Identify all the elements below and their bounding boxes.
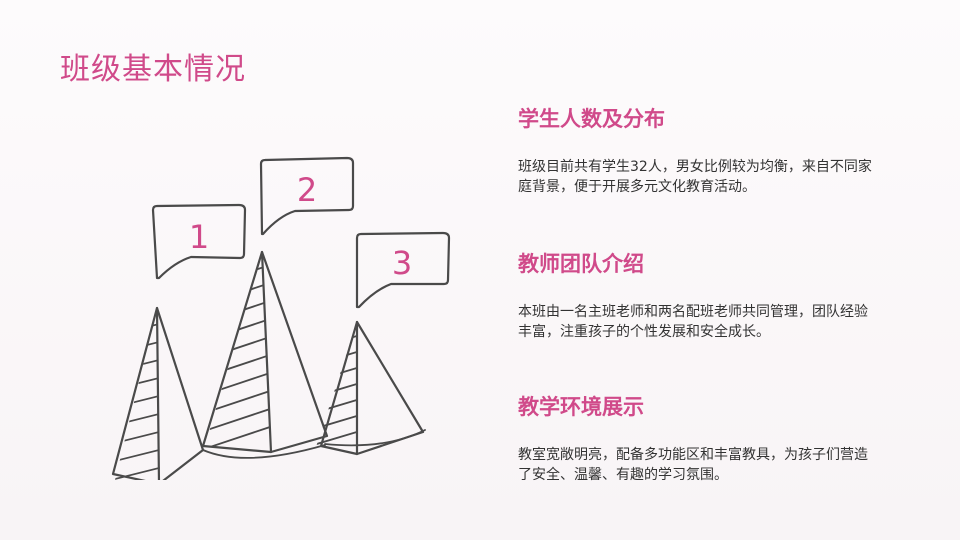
speech-bubble-1-icon bbox=[151, 203, 247, 280]
section-student-count: 学生人数及分布 班级目前共有学生32人，男女比例较为均衡，来自不同家庭背景，便于… bbox=[518, 103, 878, 197]
page-title: 班级基本情况 bbox=[60, 52, 246, 88]
section-body: 本班由一名主班老师和两名配班老师共同管理，团队经验丰富，注重孩子的个性发展和安全… bbox=[518, 304, 868, 340]
triangle-mountains-illustration: 1 2 3 bbox=[111, 156, 451, 480]
section-heading: 学生人数及分布 bbox=[518, 107, 665, 131]
speech-bubble-2-icon bbox=[259, 156, 355, 236]
bubble-label-1: 1 bbox=[189, 218, 209, 256]
hatch-3 bbox=[315, 331, 357, 447]
section-heading: 教学环境展示 bbox=[518, 395, 644, 419]
section-teacher-team: 教师团队介绍 本班由一名主班老师和两名配班老师共同管理，团队经验丰富，注重孩子的… bbox=[518, 248, 878, 342]
section-heading: 教师团队介绍 bbox=[518, 252, 644, 276]
triangle-2-icon bbox=[201, 250, 329, 459]
triangle-1-icon bbox=[111, 306, 205, 480]
bubble-label-3: 3 bbox=[392, 244, 412, 282]
section-body: 班级目前共有学生32人，男女比例较为均衡，来自不同家庭背景，便于开展多元文化教育… bbox=[518, 159, 872, 195]
speech-bubble-3-icon bbox=[355, 231, 451, 309]
hatch-1 bbox=[115, 319, 160, 480]
section-teaching-environment: 教学环境展示 教室宽敞明亮，配备多功能区和丰富教具，为孩子们营造了安全、温馨、有… bbox=[518, 391, 878, 485]
hatch-2 bbox=[205, 259, 270, 450]
bubble-label-2: 2 bbox=[297, 171, 317, 209]
section-body: 教室宽敞明亮，配备多功能区和丰富教具，为孩子们营造了安全、温馨、有趣的学习氛围。 bbox=[518, 447, 868, 483]
